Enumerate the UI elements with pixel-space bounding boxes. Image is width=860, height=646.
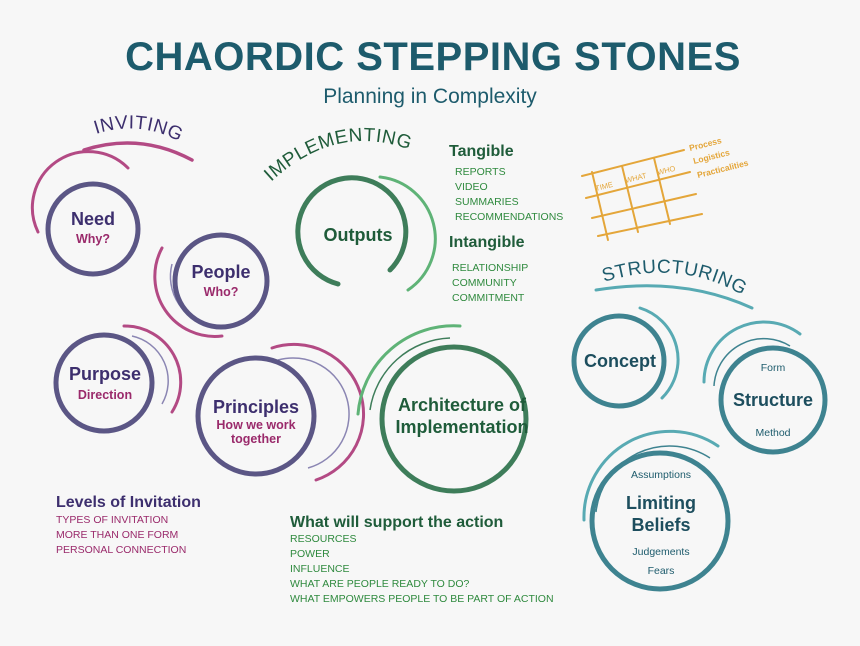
- grid-line: [585, 171, 691, 199]
- people-circle: People Who?: [153, 232, 270, 338]
- inviting-label-path: INVITING: [91, 112, 185, 146]
- structure-inner-arc: [713, 337, 791, 387]
- concept-circle: Concept: [571, 306, 680, 409]
- architecture-outer-arc: [356, 324, 462, 416]
- intangible-item: COMMITMENT: [452, 292, 525, 304]
- architecture-circle: Architecture of Implementation: [356, 324, 529, 494]
- structuring-label: STRUCTURING: [600, 257, 751, 300]
- concept-outer-arc: [638, 306, 680, 400]
- purpose-title: Purpose: [69, 364, 141, 384]
- implementing-label-path: IMPLEMENTING: [260, 125, 414, 186]
- tangible-item: REPORTS: [455, 166, 506, 178]
- limiting-top: Assumptions: [631, 469, 691, 481]
- page-title: CHAORDIC STEPPING STONES: [125, 35, 741, 79]
- structuring-swoosh: [594, 284, 754, 310]
- intangible-heading: Intangible: [449, 234, 525, 251]
- architecture-ring: [379, 344, 529, 494]
- grid-line: [591, 193, 697, 219]
- inviting-swoosh: [82, 141, 194, 162]
- limiting-title-1: Limiting: [626, 493, 696, 513]
- need-ring: [45, 181, 141, 277]
- grid-col-time: TIME: [594, 180, 614, 193]
- need-circle: Need Why?: [30, 150, 141, 277]
- structure-outer-arc: [702, 320, 802, 384]
- tangible-list: Tangible REPORTS VIDEO SUMMARIES RECOMME…: [449, 143, 563, 223]
- outputs-ring: [295, 175, 409, 287]
- architecture-inner-arc: [369, 337, 451, 411]
- structuring-section: STRUCTURING Concept Form Structure Metho…: [571, 257, 828, 592]
- grid-col-who: WHO: [656, 164, 676, 177]
- levels-item: PERSONAL CONNECTION: [56, 544, 186, 556]
- limiting-bottom-2: Fears: [648, 565, 675, 577]
- grid-line: [591, 171, 609, 241]
- principles-sub-2: together: [231, 432, 281, 446]
- intangible-item: COMMUNITY: [452, 277, 517, 289]
- support-list: What will support the action RESOURCES P…: [290, 514, 554, 605]
- support-item: RESOURCES: [290, 533, 357, 545]
- purpose-outer-arc: [122, 324, 183, 414]
- tangible-item: VIDEO: [455, 181, 488, 193]
- principles-title: Principles: [213, 397, 299, 417]
- levels-of-invitation: Levels of Invitation TYPES OF INVITATION…: [56, 494, 201, 556]
- outputs-circle: Outputs: [295, 175, 437, 292]
- purpose-sub: Direction: [78, 388, 132, 402]
- purpose-inner-arc: [131, 335, 169, 405]
- concept-title: Concept: [584, 351, 656, 371]
- outputs-title: Outputs: [324, 225, 393, 245]
- people-title: People: [191, 262, 250, 282]
- levels-heading: Levels of Invitation: [56, 494, 201, 511]
- principles-outer-arc: [270, 342, 366, 482]
- principles-ring: [195, 355, 317, 477]
- grid-line: [581, 149, 685, 177]
- structure-ring: [718, 345, 828, 455]
- tangible-item: SUMMARIES: [455, 196, 519, 208]
- principles-circle: Principles How we work together: [195, 342, 366, 482]
- inviting-label: INVITING: [91, 112, 186, 146]
- need-title: Need: [71, 209, 115, 229]
- structuring-label-path: STRUCTURING: [600, 257, 750, 300]
- intangible-list: Intangible RELATIONSHIP COMMUNITY COMMIT…: [449, 234, 528, 304]
- need-outer-arc: [30, 150, 130, 234]
- planning-grid: [581, 149, 703, 241]
- inviting-section: INVITING Need Why? People Who? Purpose D…: [30, 112, 366, 556]
- limiting-ring: [589, 450, 731, 592]
- support-heading: What will support the action: [290, 514, 503, 531]
- need-sub: Why?: [76, 232, 110, 246]
- page-subtitle: Planning in Complexity: [323, 85, 537, 108]
- people-sub: Who?: [204, 285, 239, 299]
- support-item: WHAT ARE PEOPLE READY TO DO?: [290, 578, 469, 590]
- architecture-title-1: Architecture of: [398, 395, 527, 415]
- limiting-bottom-1: Judgements: [632, 546, 689, 558]
- support-item: INFLUENCE: [290, 563, 350, 575]
- intangible-item: RELATIONSHIP: [452, 262, 528, 274]
- limiting-inner-arc: [595, 445, 711, 513]
- people-ring: [172, 232, 270, 330]
- principles-sub-1: How we work: [216, 418, 295, 432]
- implementing-label: IMPLEMENTING: [260, 125, 414, 186]
- support-item: POWER: [290, 548, 330, 560]
- purpose-ring: [53, 332, 155, 434]
- support-item: WHAT EMPOWERS PEOPLE TO BE PART OF ACTIO…: [290, 593, 554, 605]
- tangible-heading: Tangible: [449, 143, 514, 160]
- grid-line: [621, 165, 639, 233]
- architecture-title-2: Implementation: [395, 417, 528, 437]
- tangible-item: RECOMMENDATIONS: [455, 211, 563, 223]
- purpose-circle: Purpose Direction: [53, 324, 183, 434]
- structure-bottom: Method: [755, 427, 790, 439]
- levels-item: TYPES OF INVITATION: [56, 514, 168, 526]
- structure-circle: Form Structure Method: [702, 320, 828, 455]
- limiting-beliefs-circle: Assumptions Limiting Beliefs Judgements …: [582, 429, 731, 592]
- outputs-outer-arc: [378, 175, 437, 292]
- people-outer-arc: [153, 246, 224, 338]
- limiting-title-2: Beliefs: [631, 515, 690, 535]
- grid-line: [597, 213, 703, 237]
- principles-inner-arc: [277, 357, 350, 469]
- structure-top: Form: [761, 362, 786, 374]
- limiting-outer-arc: [582, 429, 720, 522]
- structure-title: Structure: [733, 390, 813, 410]
- levels-item: MORE THAN ONE FORM: [56, 529, 178, 541]
- grid-line: [653, 157, 671, 225]
- concept-ring: [571, 313, 667, 409]
